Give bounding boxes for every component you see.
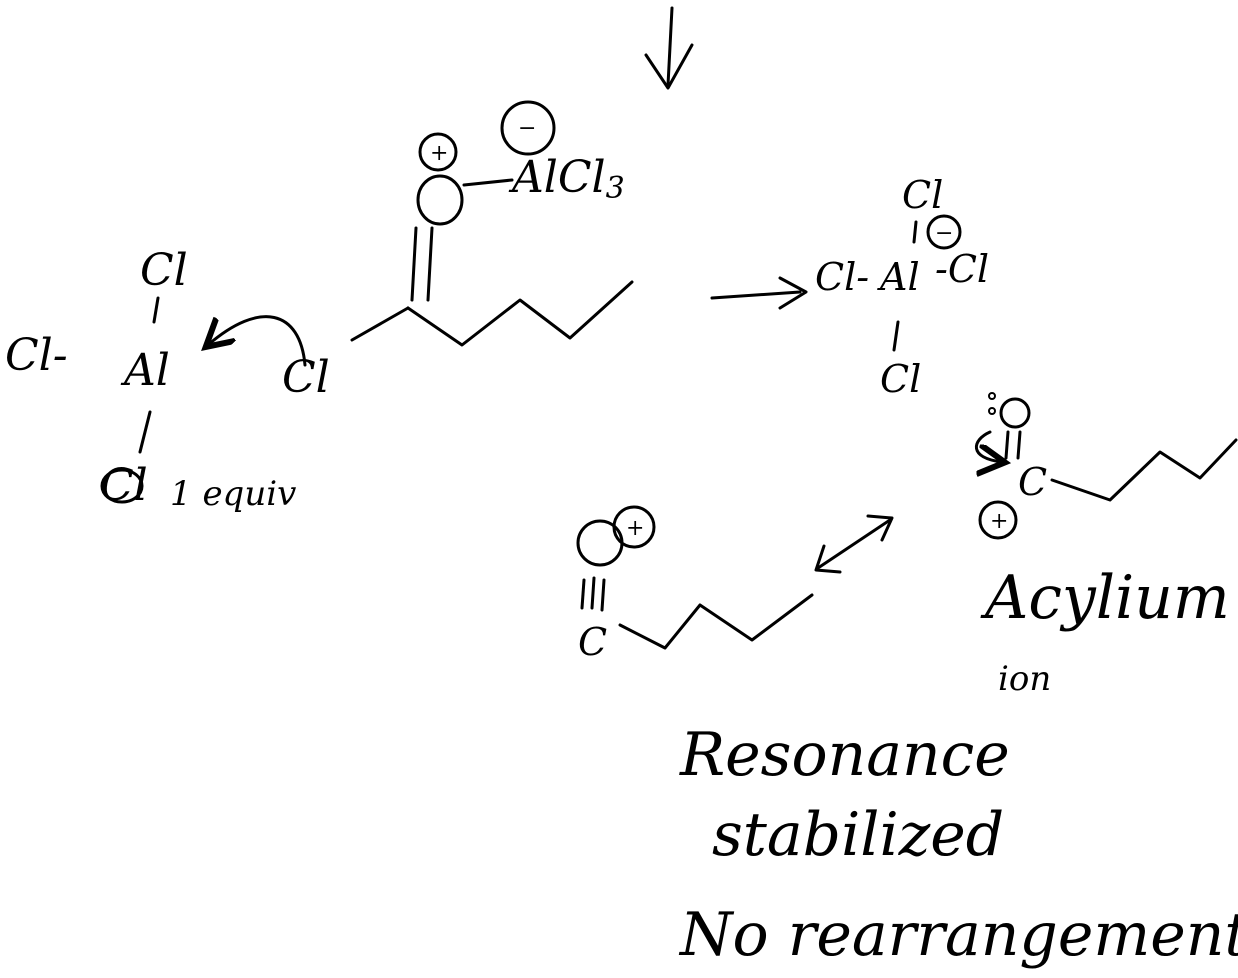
al-charge: − [518, 116, 536, 141]
resonance-label: Resonance [679, 720, 1010, 790]
prod-charge-circle [926, 214, 962, 250]
prod-cl-bottom: Cl [880, 357, 921, 401]
butyl-chain [406, 280, 634, 347]
incoming-arrow [644, 6, 694, 90]
prod-bond-bottom [892, 320, 900, 352]
acylium-b-chain [1050, 438, 1238, 502]
prod-cl-left: Cl- [815, 255, 869, 299]
acyl-cl: Cl [282, 352, 330, 403]
lone-pair-dot-2 [988, 407, 996, 415]
left-cl-top: Cl [140, 245, 188, 296]
o-al-bond [462, 178, 514, 187]
reaction-arrow [710, 290, 802, 300]
oxygen-charge-circle [418, 132, 458, 172]
stabilized-label: stabilized [712, 800, 1004, 870]
prod-charge: − [935, 221, 953, 246]
prod-cl-top: Cl [902, 173, 943, 217]
al-charge-circle [500, 100, 556, 156]
acyl-chloride: Cl + − AlCl3 [282, 100, 634, 403]
acylium-double: C + [974, 392, 1238, 540]
double-bond-1 [1004, 430, 1010, 460]
acylium-a-chain [618, 593, 814, 650]
prod-cl-right: -Cl [935, 247, 989, 291]
acylium-b-charge: + [990, 509, 1008, 534]
acylium-triple: + C [576, 505, 814, 664]
left-bond-top [152, 296, 160, 324]
electron-push-arrow [208, 315, 307, 367]
equiv-note: 1 equiv [170, 474, 296, 514]
acylium-b-charge-circle [978, 500, 1018, 540]
lone-pair-dot-1 [988, 392, 996, 400]
triple-bond-3 [600, 578, 606, 612]
left-cl-left: Cl- [5, 330, 68, 381]
alcl3-label: AlCl3 [508, 152, 625, 206]
no-rearrangement-label: No rearrangement [678, 900, 1238, 970]
prod-bond-top [912, 220, 918, 244]
reaction-arrowhead [778, 276, 808, 310]
acylium-label: Acylium [980, 563, 1230, 633]
ion-label: ion [998, 659, 1051, 699]
acylium-a-charge: + [626, 516, 644, 541]
c-cl-bond [350, 306, 410, 342]
double-bond-2 [1016, 430, 1022, 460]
resonance-arrow [814, 514, 894, 574]
lone-pair-circle [100, 468, 144, 504]
oxygen-charge: + [430, 141, 448, 166]
acylium-a-charge-circle [612, 505, 656, 549]
product-alcl4: Cl − Cl- Al -Cl Cl [815, 173, 989, 401]
left-al: Al [120, 345, 170, 396]
co-bond-2 [426, 226, 434, 302]
co-bond-1 [410, 226, 418, 302]
acylium-b-carbon: C [1018, 460, 1047, 504]
acylium-b-oxygen [999, 397, 1031, 429]
carbonyl-oxygen [416, 174, 464, 226]
left-alcl3: Cl Cl- Al Cl 1 equiv [5, 245, 296, 514]
triple-bond-2 [590, 576, 596, 610]
left-bond-bottom [138, 410, 152, 454]
acylium-a-carbon: C [578, 620, 607, 664]
resonance-push-arrow [974, 430, 1002, 462]
prod-al: Al [877, 255, 920, 299]
triple-bond-1 [580, 578, 586, 610]
